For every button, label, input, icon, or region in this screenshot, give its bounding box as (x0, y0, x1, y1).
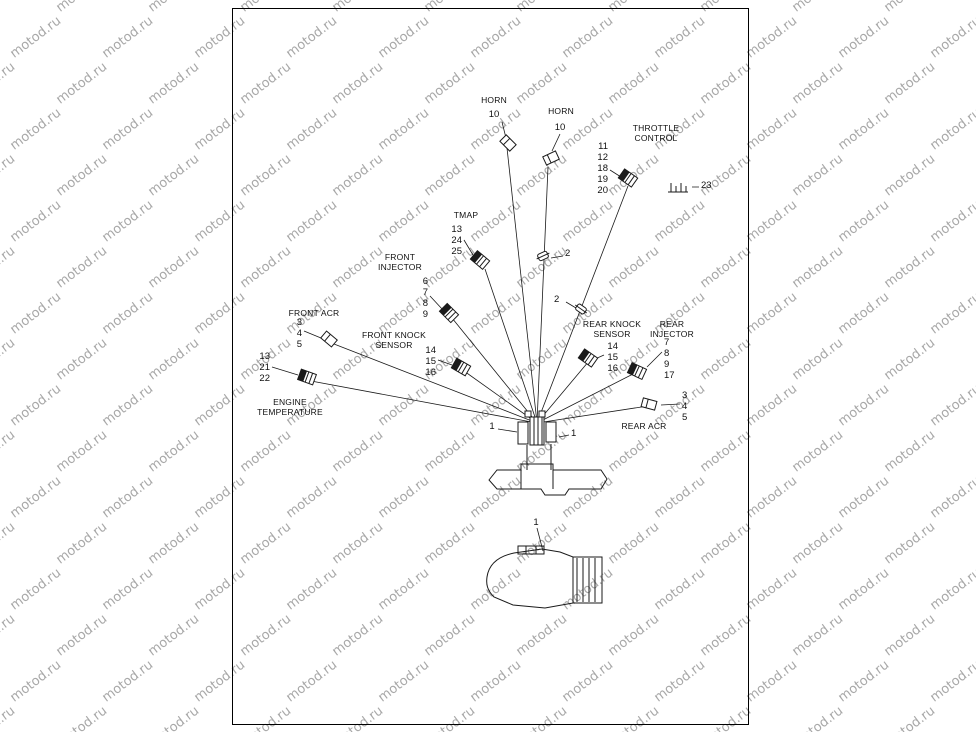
label-rear-injector: REAR INJECTOR (650, 319, 694, 339)
ref-tmap: 13 24 25 (451, 224, 462, 257)
ref-front-knock-sensor: 14 15 16 (425, 345, 436, 378)
ref-item-23: 23 (701, 180, 712, 191)
label-front-acr: FRONT ACR (288, 308, 340, 318)
ref-rear-injector: 7 8 9 17 (664, 337, 675, 381)
front-injector-connector-icon (438, 302, 460, 324)
cable-strap-icon (668, 183, 688, 193)
cable-clamp-upper-icon (534, 249, 552, 263)
ref-front-acr: 3 4 5 (296, 317, 302, 350)
lower-assembly-outline (486, 545, 603, 609)
ref-clamp-upper: 2 (565, 248, 571, 259)
engine-temperature-connector-icon (297, 368, 317, 386)
ref-main-connector-left: 1 (489, 421, 495, 432)
ref-front-injector: 6 7 8 9 (422, 276, 428, 320)
harness-lead-lines (310, 147, 649, 424)
ref-lower-component: 1 (533, 517, 539, 528)
ref-horn-right: 10 (554, 122, 566, 133)
label-tmap: TMAP (453, 210, 479, 220)
label-front-injector: FRONT INJECTOR (378, 252, 422, 272)
ref-throttle-control: 11 12 18 19 20 (597, 141, 608, 196)
label-front-knock-sensor: FRONT KNOCK SENSOR (362, 330, 426, 350)
ref-main-connector-right: 1 (571, 428, 577, 439)
ref-clamp-lower: 2 (554, 294, 560, 305)
ref-horn-left: 10 (488, 109, 500, 120)
ref-rear-knock-sensor: 14 15 16 (607, 341, 618, 374)
label-rear-acr: REAR ACR (621, 421, 667, 431)
cable-clamp-lower-icon (572, 301, 590, 317)
rear-acr-connector-icon (640, 397, 658, 411)
page-border (232, 8, 749, 725)
label-throttle-control: THROTTLE CONTROL (632, 123, 680, 143)
label-horn-right: HORN (548, 106, 574, 116)
ref-rear-acr: 3 4 5 (682, 390, 688, 423)
label-rear-knock-sensor: REAR KNOCK SENSOR (582, 319, 642, 339)
rear-knock-sensor-connector-icon (577, 348, 599, 368)
label-engine-temperature: ENGINE TEMPERATURE (257, 397, 323, 417)
main-harness-connector (517, 410, 557, 470)
horn-left-connector-icon (499, 134, 517, 152)
mounting-bracket-outline (488, 463, 608, 496)
callout-leader-lines (271, 121, 699, 552)
rear-injector-connector-icon (626, 362, 648, 380)
tmap-connector-icon (469, 250, 491, 270)
throttle-control-connector-icon (617, 168, 639, 188)
ref-engine-temperature: 13 21 22 (259, 351, 270, 384)
label-horn-left: HORN (481, 95, 507, 105)
horn-right-connector-icon (542, 150, 560, 166)
front-knock-sensor-connector-icon (450, 357, 472, 377)
